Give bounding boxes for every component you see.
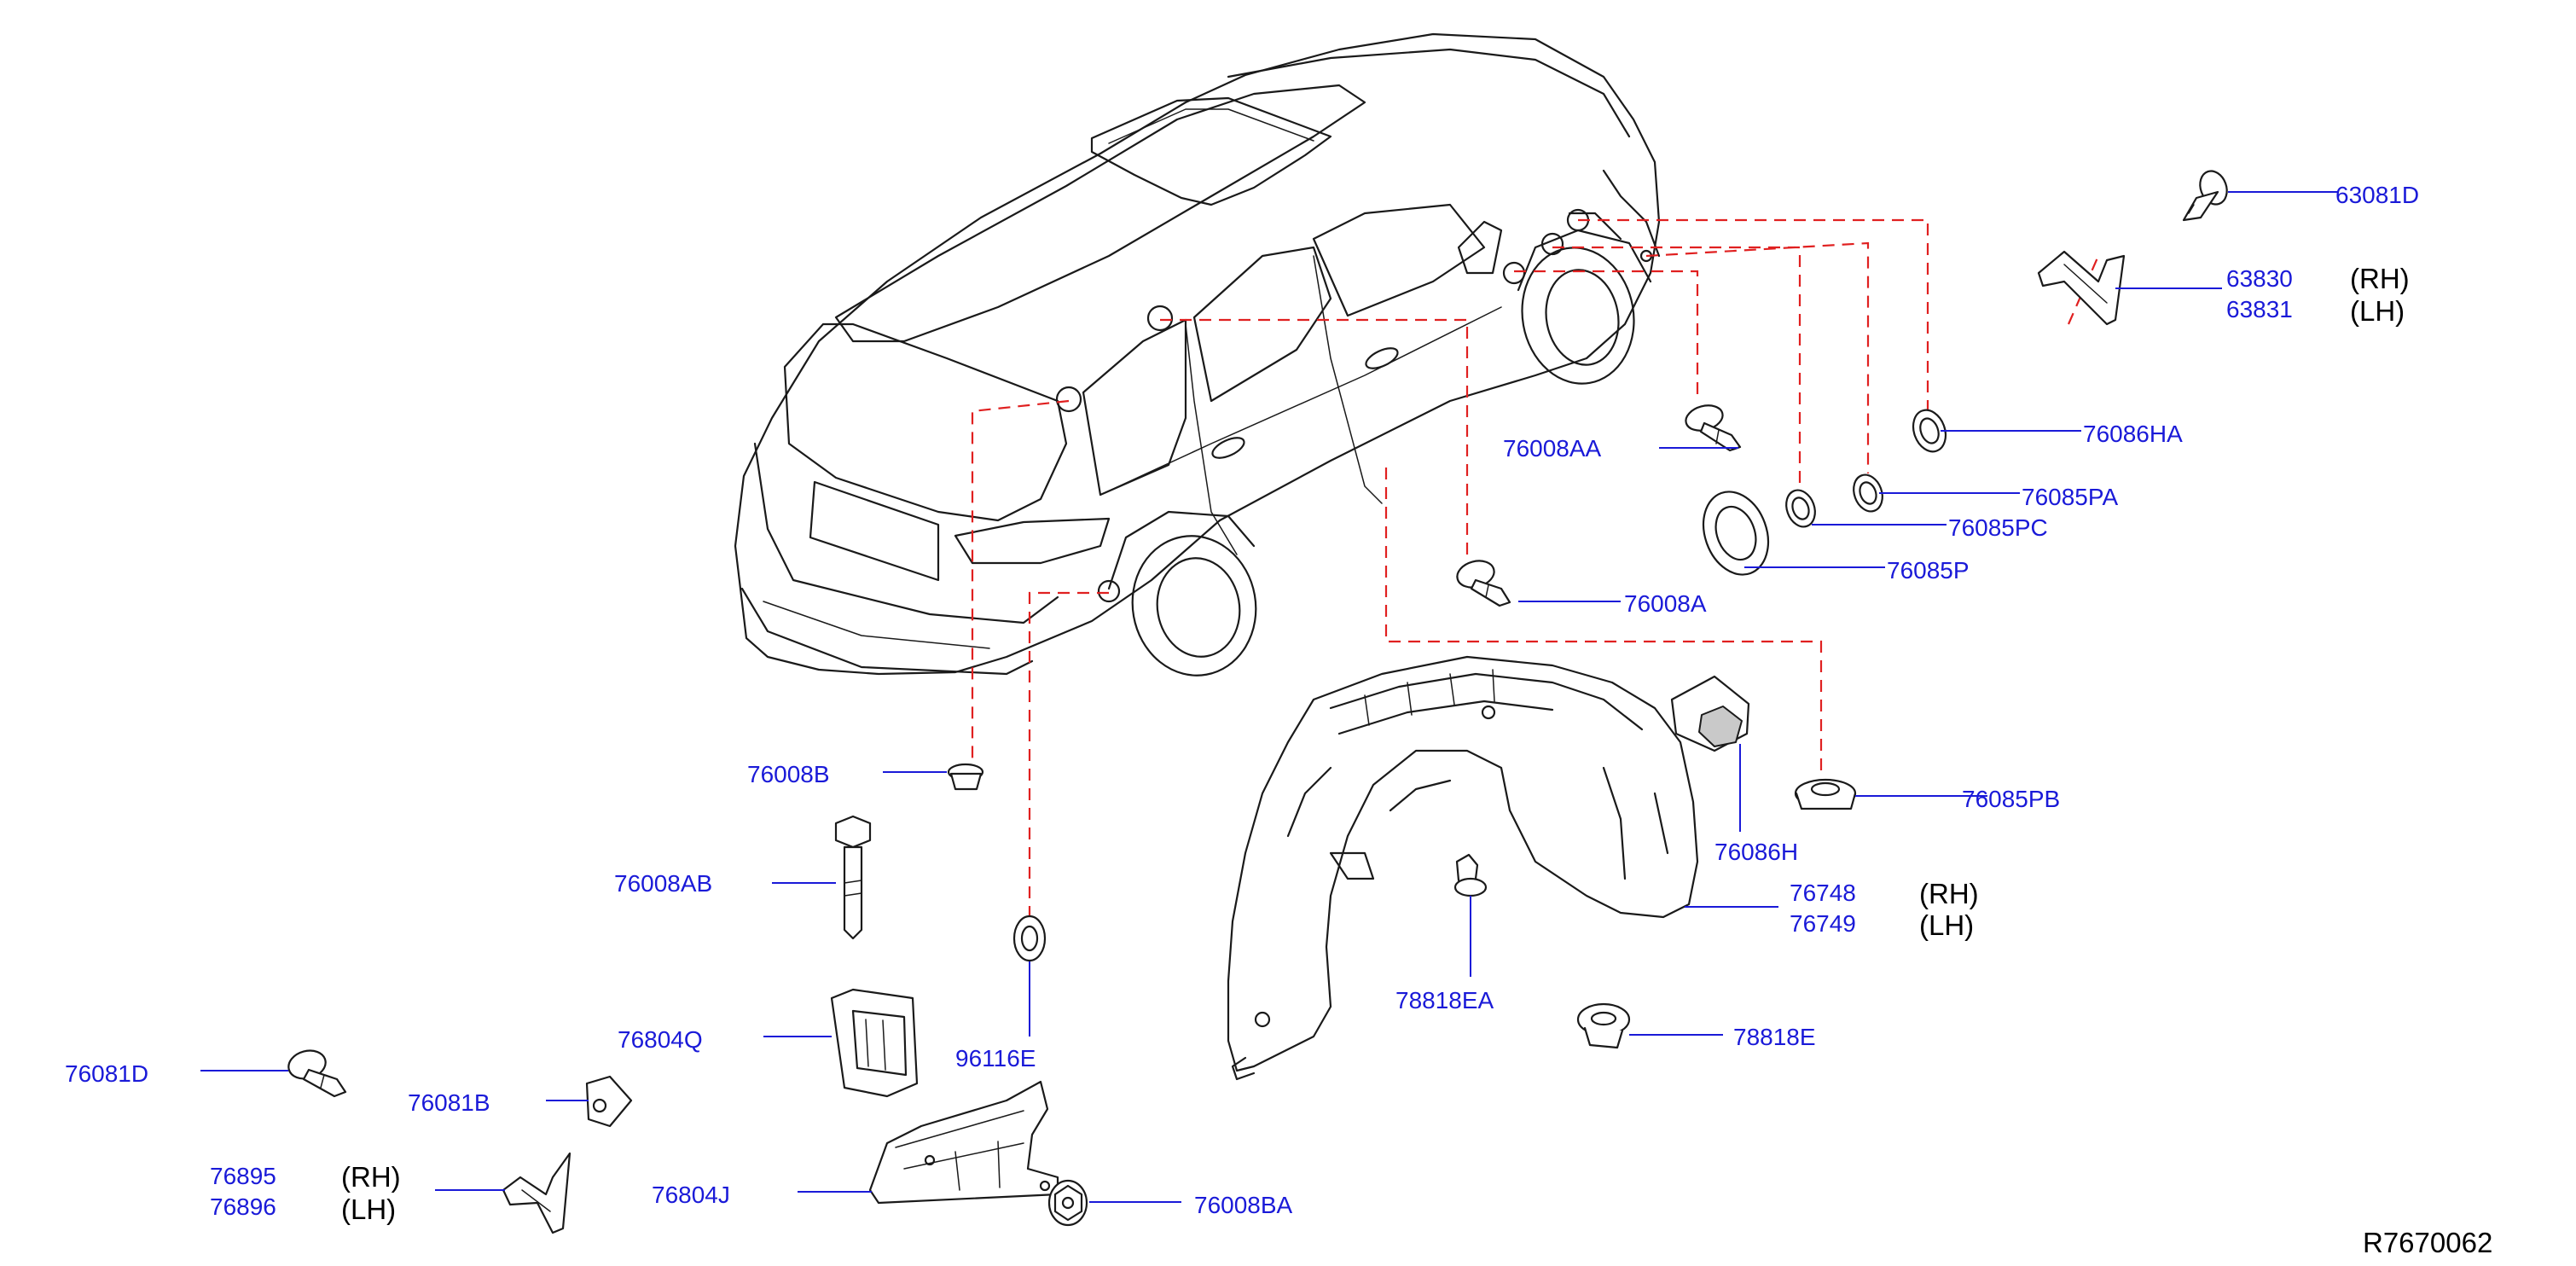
part-label-76086ha: 76086HA (2083, 421, 2183, 447)
part-label-76085pa: 76085PA (2022, 484, 2118, 510)
part-label-78818ea: 78818EA (1395, 987, 1494, 1013)
part-label-76008aa: 76008AA (1503, 435, 1602, 462)
part-label-76749: 76749 (1790, 910, 1856, 937)
side-label-rh-63830: (RH) (2350, 263, 2410, 294)
grommet-76085pb-drawing (1794, 778, 1857, 810)
side-label-lh-63831: (LH) (2350, 295, 2405, 327)
leader-lines (200, 191, 2337, 1203)
part-label-76085p: 76085P (1887, 557, 1970, 584)
part-label-76085pc: 76085PC (1948, 514, 2048, 541)
nut-78818e-drawing (1576, 1002, 1631, 1049)
part-label-76008ab: 76008AB (614, 870, 712, 897)
bracket-76804q-drawing (830, 988, 919, 1098)
part-label-76895: 76895 (210, 1163, 276, 1189)
part-label-76081d: 76081D (65, 1060, 148, 1087)
grommet-76086ha-drawing (1912, 409, 1947, 453)
part-label-76804j: 76804J (652, 1182, 730, 1208)
part-label-76086h: 76086H (1714, 839, 1798, 865)
side-label-rh-76748: (RH) (1919, 878, 1979, 909)
side-label-lh-76896: (LH) (341, 1193, 396, 1225)
clip-76081b-drawing (585, 1075, 633, 1128)
fender-liner-76748-drawing (1227, 655, 1699, 1081)
clip-76008a-drawing (1456, 560, 1511, 607)
bracket-76804j-drawing (868, 1080, 1059, 1205)
side-label-lh-76749: (LH) (1919, 909, 1974, 941)
grommet-76085pa-drawing (1853, 473, 1883, 513)
parts-drawings (287, 170, 2228, 1234)
side-label-rh-76895: (RH) (341, 1161, 401, 1193)
grommet-76085p-drawing (1702, 491, 1770, 576)
part-label-78818e: 78818E (1733, 1024, 1816, 1050)
bolt-76008ab-drawing (834, 815, 872, 940)
vehicle-illustration (734, 32, 1661, 677)
part-label-76896: 76896 (210, 1193, 276, 1220)
bracket-63830-drawing (2037, 250, 2126, 326)
part-label-76008a: 76008A (1624, 590, 1707, 617)
pad-76086h-drawing (1670, 675, 1750, 752)
clip-76008aa-drawing (1685, 404, 1742, 452)
part-label-63081d: 63081D (2335, 182, 2419, 208)
reference-code: R7670062 (2363, 1227, 2492, 1258)
part-label-76008b: 76008B (747, 761, 830, 787)
nut-76008ba-drawing (1047, 1179, 1088, 1227)
grommet-96116e-drawing (1012, 915, 1047, 962)
bracket-76895-drawing (502, 1152, 571, 1234)
bolt-63081d-drawing (2182, 170, 2228, 222)
clip-76008b-drawing (947, 763, 984, 791)
part-label-63831: 63831 (2226, 296, 2293, 322)
part-labels: 63081D 63830 63831 (RH) (LH) 76086HA 760… (65, 182, 2492, 1258)
part-label-76804q: 76804Q (618, 1026, 703, 1053)
part-label-63830: 63830 (2226, 265, 2293, 292)
part-label-96116e: 96116E (955, 1045, 1036, 1071)
grommet-76085pc-drawing (1785, 489, 1816, 528)
part-label-76748: 76748 (1790, 880, 1856, 906)
part-label-76081b: 76081B (408, 1089, 490, 1116)
part-label-76008ba: 76008BA (1194, 1192, 1293, 1218)
clip-78818ea-drawing (1453, 853, 1488, 897)
part-label-76085pb: 76085PB (1962, 786, 2060, 812)
reference-dash-lines (971, 218, 2100, 930)
bolt-76081d-drawing (287, 1049, 347, 1098)
